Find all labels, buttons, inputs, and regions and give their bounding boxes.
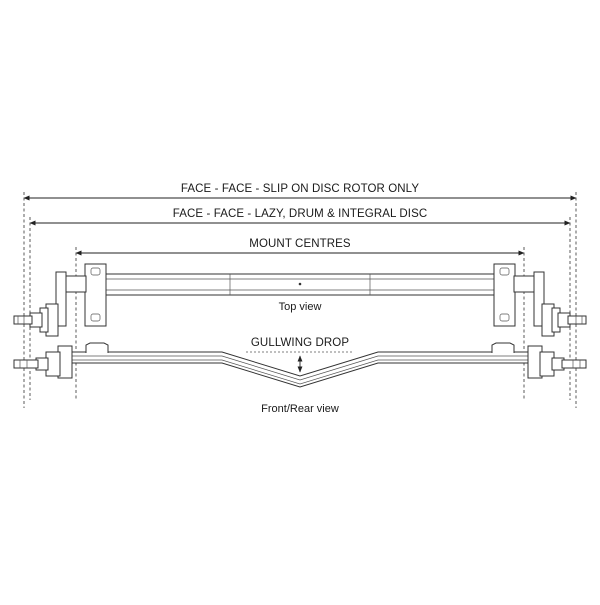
- axle-top-view: Top view: [13, 263, 587, 337]
- axle-front-rear-view: GULLWING DROP Front/Rear view: [13, 337, 587, 415]
- dimension-face-lazy: FACE - FACE - LAZY, DRUM & INTEGRAL DISC: [29, 208, 571, 226]
- top-view-label: Top view: [279, 301, 322, 313]
- extension-lines: [23, 192, 577, 408]
- dimension-mount-centres: MOUNT CENTRES: [75, 238, 525, 256]
- face-slip-on-label: FACE - FACE - SLIP ON DISC ROTOR ONLY: [181, 183, 419, 195]
- dimension-face-slip-on: FACE - FACE - SLIP ON DISC ROTOR ONLY: [23, 183, 577, 201]
- gullwing-drop-label: GULLWING DROP: [251, 337, 349, 349]
- face-lazy-label: FACE - FACE - LAZY, DRUM & INTEGRAL DISC: [173, 208, 428, 220]
- front-rear-view-label: Front/Rear view: [261, 403, 339, 415]
- mount-centres-label: MOUNT CENTRES: [249, 238, 351, 250]
